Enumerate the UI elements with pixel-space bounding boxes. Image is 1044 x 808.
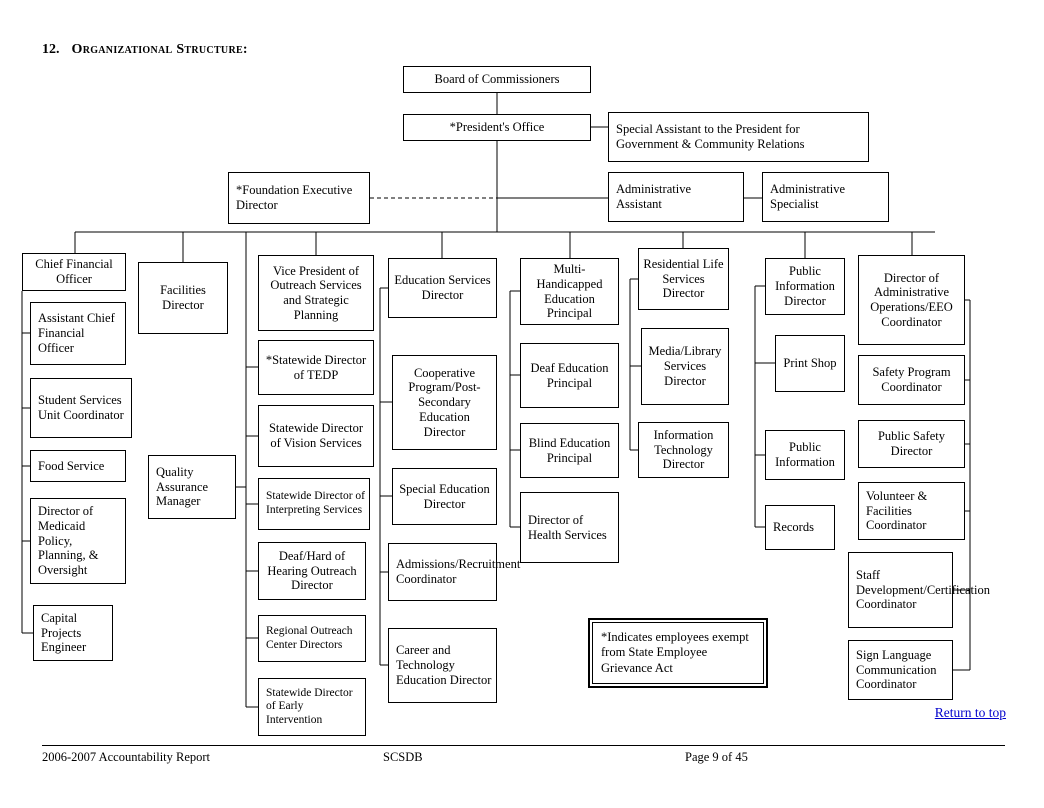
org-box-residential-life-services-director: Residential Life Services Director: [638, 248, 729, 310]
org-box-statewide-director-tedp: *Statewide Director of TEDP: [258, 340, 374, 395]
footer-report-title: 2006-2007 Accountability Report: [42, 750, 211, 764]
org-box-administrative-specialist: Administrative Specialist: [762, 172, 889, 222]
org-box-blind-education-principal: Blind Education Principal: [520, 423, 619, 478]
org-box-statewide-director-vision: Statewide Director of Vision Services: [258, 405, 374, 467]
org-box-statewide-director-early-intervention: Statewide Director of Early Intervention: [258, 678, 366, 736]
legend-box: *Indicates employees exempt from State E…: [588, 618, 768, 688]
org-box-director-of-health-services: Director of Health Services: [520, 492, 619, 563]
footer-page-number: Page 9 of 45: [685, 750, 748, 764]
section-heading: 12. Organizational Structure:: [42, 42, 248, 58]
org-box-facilities-director: Facilities Director: [138, 262, 228, 334]
org-box-presidents-office: *President's Office: [403, 114, 591, 141]
org-box-chief-financial-officer: Chief Financial Officer: [22, 253, 126, 291]
org-box-career-technology-education-director: Career and Technology Education Director: [388, 628, 497, 703]
org-box-director-admin-operations-eeo: Director of Administrative Operations/EE…: [858, 255, 965, 345]
org-box-student-services-unit-coordinator: Student Services Unit Coordinator: [30, 378, 132, 438]
org-box-admissions-recruitment-coordinator: Admissions/Recruitment Coordinator: [388, 543, 520, 601]
org-box-statewide-director-interpreting: Statewide Director of Interpreting Servi…: [258, 478, 370, 530]
footer-org-abbreviation: SCSDB: [383, 750, 423, 764]
org-box-regional-outreach-center-directors: Regional Outreach Center Directors: [258, 615, 366, 662]
section-number: 12.: [42, 42, 60, 57]
org-box-staff-development-certification-coordinator: Staff Development/Certification Coordina…: [848, 552, 990, 628]
org-box-education-services-director: Education Services Director: [388, 258, 497, 318]
section-title: Organizational Structure:: [71, 42, 248, 57]
org-box-administrative-assistant: Administrative Assistant: [608, 172, 744, 222]
org-box-safety-program-coordinator: Safety Program Coordinator: [858, 355, 965, 405]
org-box-public-safety-director: Public Safety Director: [858, 420, 965, 468]
org-box-capital-projects-engineer: Capital Projects Engineer: [33, 605, 113, 661]
org-box-assistant-cfo: Assistant Chief Financial Officer: [30, 302, 126, 365]
org-box-special-education-director: Special Education Director: [392, 468, 497, 525]
org-box-medicaid-director: Director of Medicaid Policy, Planning, &…: [30, 498, 126, 584]
org-box-public-information-director: Public Information Director: [765, 258, 845, 315]
org-box-foundation-executive-director: *Foundation Executive Director: [228, 172, 370, 224]
org-box-food-service: Food Service: [30, 450, 126, 482]
org-box-vp-outreach: Vice President of Outreach Services and …: [258, 255, 374, 331]
org-box-information-technology-director: Information Technology Director: [638, 422, 729, 478]
org-box-board-of-commissioners: Board of Commissioners: [403, 66, 591, 93]
org-box-deaf-hard-of-hearing-outreach-director: Deaf/Hard of Hearing Outreach Director: [258, 542, 366, 600]
org-box-print-shop: Print Shop: [775, 335, 845, 392]
org-box-public-information: Public Information: [765, 430, 845, 480]
org-box-sign-language-communication-coordinator: Sign Language Communication Coordinator: [848, 640, 953, 700]
org-box-records: Records: [765, 505, 835, 550]
org-box-volunteer-facilities-coordinator: Volunteer & Facilities Coordinator: [858, 482, 965, 540]
org-box-quality-assurance-manager: Quality Assurance Manager: [148, 455, 236, 519]
org-box-media-library-services-director: Media/Library Services Director: [641, 328, 729, 405]
org-box-multi-handicapped-education-principal: Multi-Handicapped Education Principal: [520, 258, 619, 325]
org-box-cooperative-program-director: Cooperative Program/Post-Secondary Educa…: [392, 355, 497, 450]
org-box-deaf-education-principal: Deaf Education Principal: [520, 343, 619, 408]
legend-text: *Indicates employees exempt from State E…: [592, 622, 764, 684]
return-to-top-link[interactable]: Return to top: [934, 705, 1006, 720]
org-box-special-assistant: Special Assistant to the President for G…: [608, 112, 869, 162]
footer-divider: [42, 745, 1005, 746]
